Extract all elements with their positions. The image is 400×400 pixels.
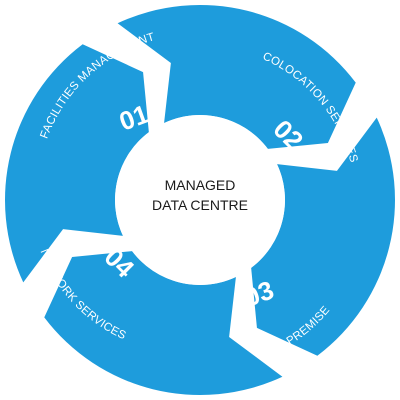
segment-02[interactable] [251, 117, 395, 356]
center-title: MANAGED DATA CENTRE [130, 175, 270, 215]
center-circle [115, 115, 285, 285]
center-title-line-2: DATA CENTRE [152, 197, 248, 213]
segment-01[interactable] [117, 5, 356, 149]
segment-04[interactable] [5, 44, 149, 283]
segment-03[interactable] [44, 251, 283, 395]
center-title-line-1: MANAGED [164, 177, 236, 193]
